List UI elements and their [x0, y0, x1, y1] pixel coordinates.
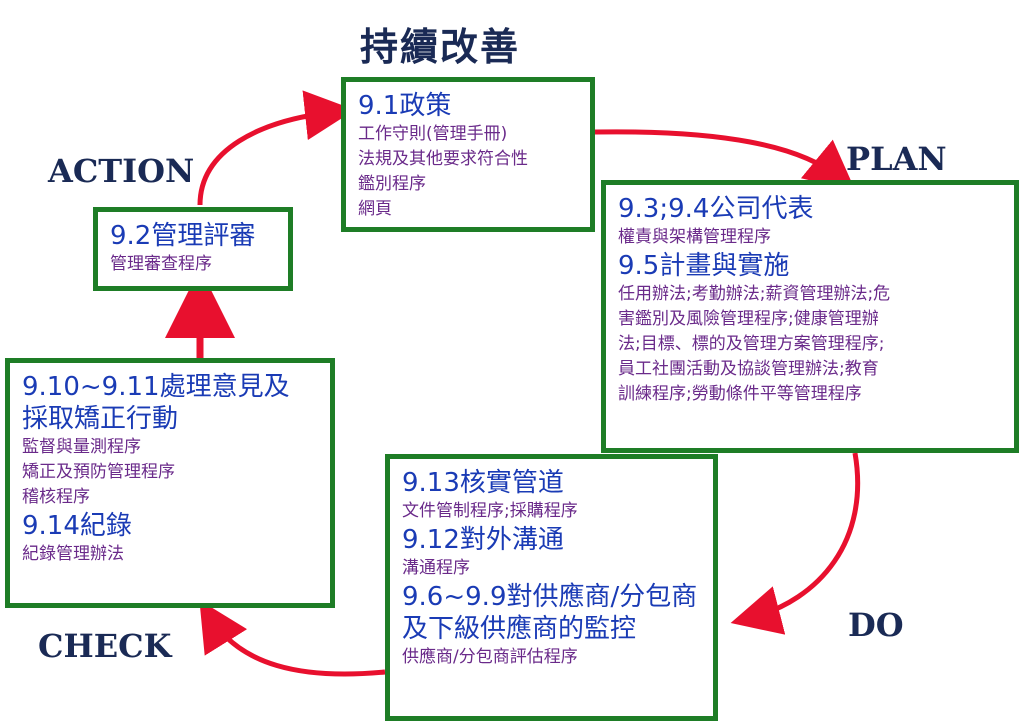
phase-plan-label: PLAN	[846, 140, 947, 178]
plan-heading-impl: 9.5計畫與實施	[618, 251, 790, 281]
review-heading: 9.2管理評審	[110, 221, 256, 251]
check-item: 監督與量測程序	[22, 437, 141, 457]
do-heading-verify: 9.13核實管道	[402, 468, 564, 498]
plan-heading-rep: 9.3;9.4公司代表	[618, 194, 814, 224]
plan-line: 訓練程序;勞動條件平等管理程序	[618, 384, 862, 404]
do-heading-supplier-line1: 9.6~9.9對供應商/分包商	[402, 582, 698, 612]
check-heading-line1: 9.10~9.11處理意見及	[22, 372, 290, 402]
check-item: 矯正及預防管理程序	[22, 462, 175, 482]
phase-check-label: CHECK	[38, 627, 172, 665]
arrow-policy-to-plan	[594, 129, 856, 191]
do-heading-supplier-line2: 及下級供應商的監控	[402, 614, 637, 644]
policy-item: 鑑別程序	[358, 174, 426, 194]
do-sub-supplier: 供應商/分包商評估程序	[402, 647, 578, 667]
plan-box: 9.3;9.4公司代表 權責與架構管理程序 9.5計畫與實施 任用辦法;考勤辦法…	[601, 180, 1019, 453]
plan-line: 害鑑別及風險管理程序;健康管理辦	[618, 309, 879, 329]
do-sub-verify: 文件管制程序;採購程序	[402, 501, 578, 521]
review-item: 管理審查程序	[110, 254, 212, 274]
policy-item: 工作守則(管理手冊)	[358, 124, 508, 144]
arrow-do-to-check	[199, 600, 386, 677]
records-item: 紀錄管理辦法	[22, 544, 124, 564]
arrow-action-to-policy	[197, 90, 355, 206]
policy-box: 9.1政策 工作守則(管理手冊) 法規及其他要求符合性 鑑別程序 網頁	[341, 77, 595, 232]
phase-action-label: ACTION	[48, 152, 195, 190]
review-box: 9.2管理評審 管理審查程序	[93, 207, 293, 291]
records-heading: 9.14紀錄	[22, 511, 132, 541]
do-sub-comm: 溝通程序	[402, 558, 470, 578]
plan-line: 法;目標、標的及管理方案管理程序;	[618, 334, 885, 354]
plan-sub-rep: 權責與架構管理程序	[618, 227, 771, 247]
plan-line: 員工社團活動及協談管理辦法;教育	[618, 359, 879, 379]
phase-do-label: DO	[848, 606, 904, 644]
policy-item: 法規及其他要求符合性	[358, 149, 528, 169]
do-box: 9.13核實管道 文件管制程序;採購程序 9.12對外溝通 溝通程序 9.6~9…	[385, 454, 718, 721]
arrow-plan-to-do	[730, 452, 861, 635]
policy-heading: 9.1政策	[358, 91, 452, 121]
diagram-title: 持續改善	[360, 25, 521, 69]
check-heading-line2: 採取矯正行動	[22, 404, 179, 434]
policy-item: 網頁	[358, 199, 392, 219]
do-heading-comm: 9.12對外溝通	[402, 525, 564, 555]
plan-line: 任用辦法;考勤辦法;薪資管理辦法;危	[618, 284, 891, 304]
check-box: 9.10~9.11處理意見及 採取矯正行動 監督與量測程序 矯正及預防管理程序 …	[5, 358, 335, 608]
check-item: 稽核程序	[22, 487, 90, 507]
